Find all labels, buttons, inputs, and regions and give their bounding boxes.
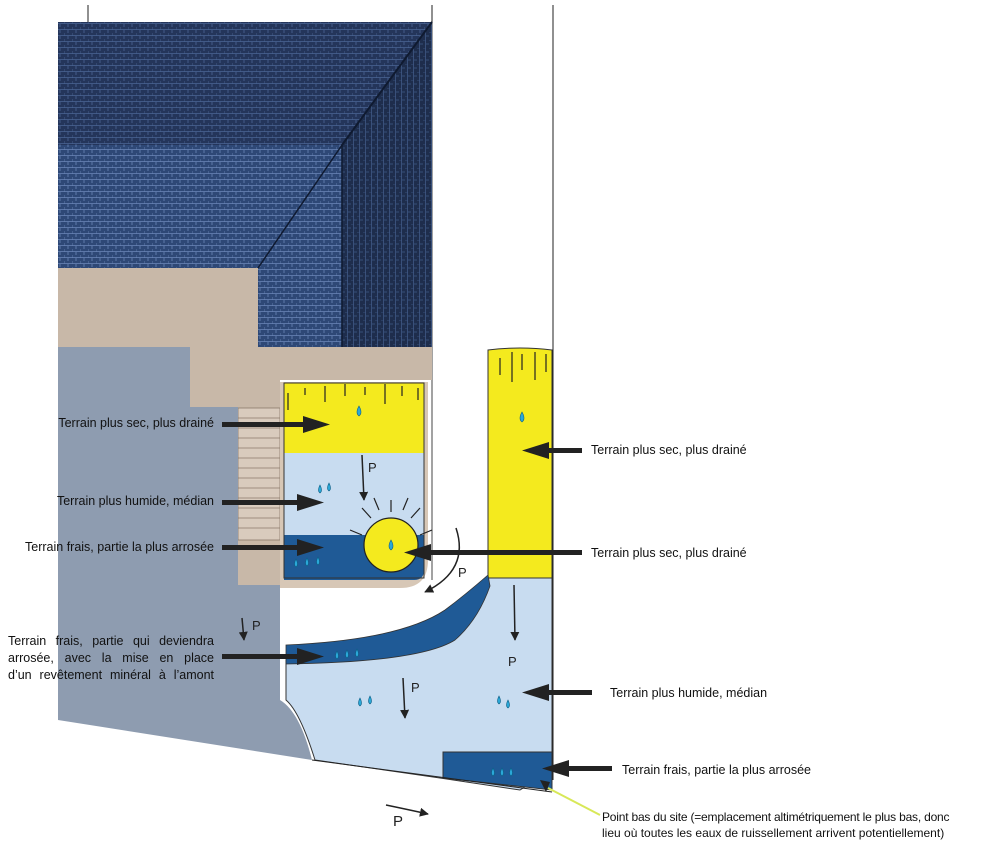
label-low-point-line2: lieu où toutes les eaux de ruissellement… [602,826,945,840]
label-wet-right: Terrain frais, partie la plus arrosée [622,763,811,777]
flow-marker: P P P P P P [252,460,517,830]
svg-text:P: P [368,460,377,475]
low-point-marker [540,780,550,792]
label-future-wet-line3: d’un revêtement minéral à l’amont [8,668,214,682]
svg-text:P: P [508,654,517,669]
label-dry-strip: Terrain plus sec, plus drainé [591,443,747,457]
garden-bed-right [285,347,553,791]
svg-text:P: P [393,813,403,830]
runoff-flow-arrows [238,454,520,817]
label-dry-mound: Terrain plus sec, plus drainé [591,546,747,560]
label-humid-right: Terrain plus humide, médian [610,686,768,700]
pointer-arrows [222,416,612,777]
svg-text:P: P [252,618,261,633]
water-drop-icon [294,405,525,777]
label-dry-left: Terrain plus sec, plus drainé [58,416,214,430]
terrace-stairs [237,407,281,541]
label-wet-left: Terrain frais, partie la plus arrosée [25,540,214,554]
low-point-pointer [547,787,601,816]
property-line [311,759,553,793]
svg-text:P: P [411,680,420,695]
label-humid-left: Terrain plus humide, médian [56,494,214,508]
label-future-wet-line2: arrosée, avec la mise en place [8,651,214,665]
label-low-point-line1: Point bas du site (=emplacement altimétr… [602,810,950,824]
svg-text:P: P [458,565,467,580]
label-future-wet-line1: Terrain frais, partie qui deviendra [8,634,214,648]
house-roof [58,21,433,347]
